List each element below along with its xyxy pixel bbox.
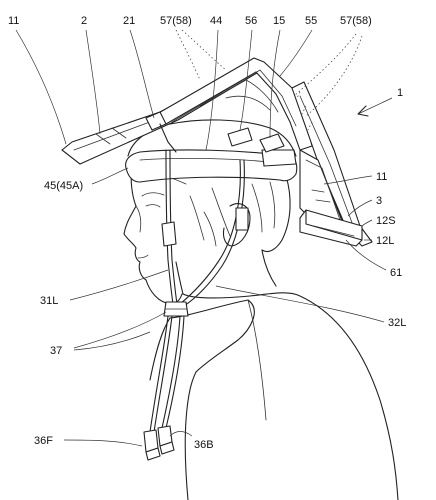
label-57-58-right: 57(58)	[340, 15, 372, 27]
canopy-back-inner	[299, 95, 355, 229]
nose-detail	[135, 205, 142, 233]
leader-11b	[323, 175, 373, 185]
label-44: 44	[210, 15, 222, 27]
strap-end-back	[161, 315, 181, 429]
label-1: 1	[397, 87, 403, 99]
side-flap-hatch	[311, 189, 331, 203]
strap-end-front	[149, 315, 169, 433]
leader-1-arrowhead	[357, 105, 369, 117]
band-adjuster	[261, 149, 297, 167]
leader-31l	[69, 269, 169, 301]
label-55: 55	[305, 15, 317, 27]
label-32l: 32L	[388, 317, 406, 329]
leader-44	[205, 29, 219, 151]
label-11-side: 11	[376, 171, 387, 183]
label-31l: 31L	[40, 295, 58, 307]
hair-strands	[203, 181, 276, 247]
strap-buckle-upper	[161, 221, 177, 247]
eye	[145, 204, 161, 208]
mouth	[137, 254, 149, 259]
neck-back-outline	[261, 249, 277, 287]
leader-1-arrow	[357, 97, 393, 115]
canopy-back-hatch	[295, 91, 313, 131]
hair-back	[261, 175, 291, 253]
leader-11a	[15, 29, 67, 145]
shirt-front-outline	[184, 371, 197, 500]
connector-56	[227, 127, 253, 147]
label-11-top: 11	[8, 15, 19, 27]
support-arm-rod	[159, 123, 177, 153]
neck-outline	[175, 261, 184, 295]
connector-15	[259, 133, 285, 153]
canopy-front-hatch	[95, 127, 127, 145]
strap-end-front-2	[153, 315, 173, 433]
side-flap-inner	[305, 159, 341, 221]
label-21: 21	[123, 15, 135, 27]
label-2: 2	[81, 15, 87, 27]
leader-57a-2	[181, 29, 227, 71]
leader-61	[345, 239, 387, 271]
canopy-fold-line	[225, 95, 271, 111]
leader-21	[129, 29, 155, 119]
strap-front-2	[169, 149, 179, 311]
canopy-inner-panel	[199, 79, 279, 113]
leader-57b-1	[293, 33, 357, 97]
label-15: 15	[273, 15, 285, 27]
strap-tip-back-cap	[159, 441, 175, 455]
shirt-seam	[247, 299, 267, 421]
label-56: 56	[245, 15, 257, 27]
collar-outline	[169, 299, 255, 373]
strap-end-back-2	[165, 315, 185, 429]
leader-37-1	[73, 311, 167, 349]
label-61: 61	[390, 267, 402, 279]
leader-37-2	[73, 331, 151, 351]
strap-back	[179, 159, 241, 305]
label-12s: 12S	[376, 215, 396, 227]
lower-bar-shade	[313, 225, 355, 237]
leader-57a-1	[175, 29, 201, 81]
eyebrow	[141, 192, 165, 197]
canopy-top-frame	[149, 57, 313, 151]
label-3: 3	[376, 195, 382, 207]
label-37: 37	[50, 345, 62, 357]
shoulder-outline	[182, 292, 399, 500]
label-36f: 36F	[34, 435, 53, 447]
strap-back-2	[183, 159, 245, 307]
label-45-45a: 45(45A)	[44, 180, 83, 192]
canopy-front-edge	[61, 149, 81, 165]
strap-tip-front-cap	[145, 447, 161, 461]
label-36b: 36B	[194, 439, 214, 451]
leader-36b	[169, 431, 193, 437]
leader-57b-2	[305, 35, 363, 117]
leader-2	[85, 29, 101, 135]
head-band	[125, 149, 298, 183]
leader-36f	[63, 439, 143, 447]
leader-15	[269, 29, 281, 139]
leader-12s	[361, 219, 373, 227]
lower-bar-front	[305, 209, 363, 241]
leader-56	[239, 29, 253, 131]
leader-3	[347, 199, 373, 217]
leader-45	[91, 167, 129, 185]
canopy-ridge	[171, 69, 297, 127]
ear	[222, 203, 251, 247]
leader-55	[279, 29, 313, 77]
label-57-58-left: 57(58)	[160, 15, 192, 27]
strap-front	[165, 149, 175, 311]
leader-32l	[215, 285, 385, 323]
strap-buckle-back	[235, 207, 249, 231]
label-12l: 12L	[376, 235, 394, 247]
